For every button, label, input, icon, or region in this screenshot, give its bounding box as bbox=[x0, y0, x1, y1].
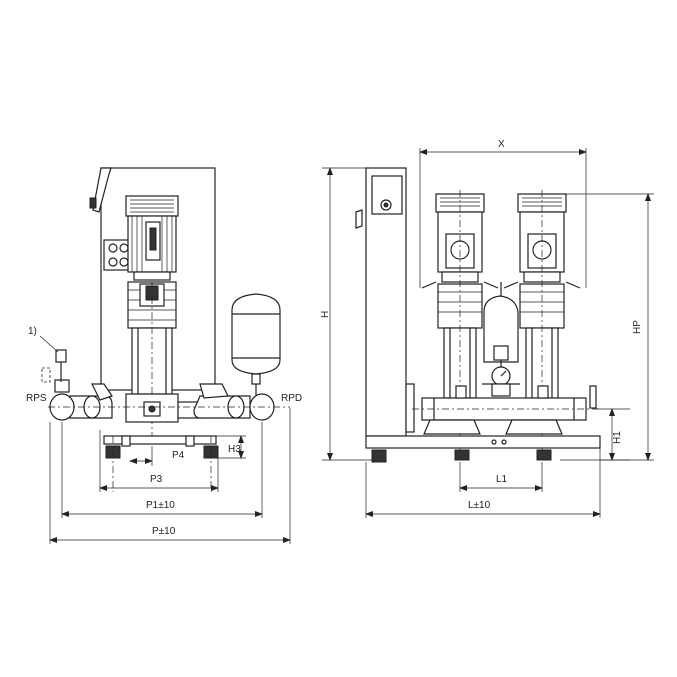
pressure-gauge bbox=[482, 345, 520, 397]
side-view: X H HP H1 L1 L±10 bbox=[320, 139, 654, 518]
discharge-manifold bbox=[193, 383, 275, 421]
suction-label: RPS bbox=[26, 393, 47, 404]
discharge-label: RPD bbox=[281, 393, 302, 404]
front-view: 1) RPS RPD H3 P4 P3 bbox=[26, 167, 302, 544]
dimension-l: L±10 bbox=[468, 500, 491, 511]
base-frame-side bbox=[365, 435, 601, 463]
pump-motor bbox=[125, 195, 179, 281]
dimension-hp: HP bbox=[632, 320, 643, 334]
note-marker: 1) bbox=[28, 326, 37, 337]
expansion-vessel-side bbox=[483, 282, 519, 363]
base-frame bbox=[103, 435, 219, 492]
dimension-h: H bbox=[320, 311, 331, 318]
front-dimensions: H3 P4 P3 P1±10 P±10 bbox=[49, 408, 291, 544]
cabinet-side bbox=[355, 167, 415, 437]
dimension-x: X bbox=[498, 139, 505, 150]
pump-column-1 bbox=[421, 190, 499, 460]
dimension-p4: P4 bbox=[172, 450, 185, 461]
pump-base bbox=[125, 393, 203, 423]
side-dimensions: X H HP H1 L1 L±10 bbox=[320, 139, 654, 518]
dimension-p: P±10 bbox=[152, 526, 176, 537]
dimension-l1: L1 bbox=[496, 474, 508, 485]
pump-column bbox=[127, 281, 177, 436]
dimension-h1: H1 bbox=[612, 431, 623, 444]
expansion-vessel bbox=[231, 293, 281, 396]
dimension-p3: P3 bbox=[150, 474, 163, 485]
dimension-h3: H3 bbox=[228, 444, 241, 455]
pressure-switch-option: 1) bbox=[28, 326, 67, 383]
suction-manifold bbox=[49, 379, 113, 421]
manifold-side bbox=[412, 385, 602, 435]
dimension-p1: P1±10 bbox=[146, 500, 175, 511]
